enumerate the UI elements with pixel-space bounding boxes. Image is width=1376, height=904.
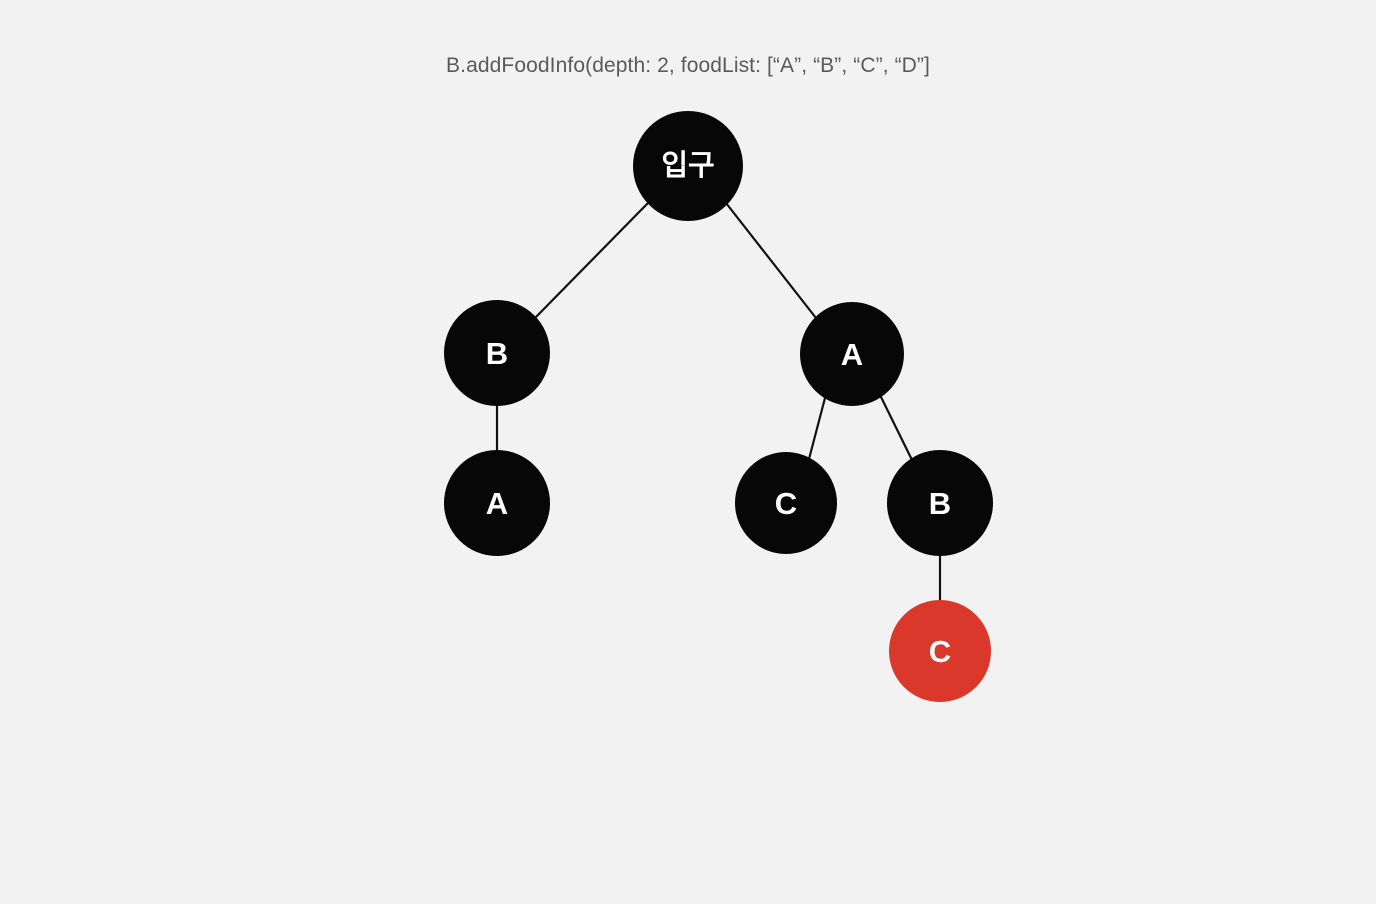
tree-node-r-a-c[interactable]: C bbox=[735, 452, 837, 554]
diagram-title: B.addFoodInfo(depth: 2, foodList: [“A”, … bbox=[446, 54, 930, 77]
tree-node-label: B bbox=[485, 335, 509, 371]
tree-node-root[interactable]: 입구 bbox=[633, 111, 743, 221]
tree-node-label: 입구 bbox=[661, 149, 715, 182]
tree-node-r-a-b[interactable]: B bbox=[887, 450, 993, 556]
tree-node-label: B bbox=[928, 485, 952, 521]
tree-edge bbox=[725, 202, 817, 319]
tree-edge bbox=[534, 202, 649, 319]
tree-node-label: A bbox=[485, 485, 509, 521]
tree-node-label: C bbox=[928, 633, 952, 669]
tree-node-r-a[interactable]: A bbox=[800, 302, 904, 406]
tree-edge bbox=[880, 396, 914, 463]
tree-node-label: A bbox=[840, 336, 864, 372]
tree-edge bbox=[807, 397, 827, 460]
tree-node-l-b-a[interactable]: A bbox=[444, 450, 550, 556]
tree-node-r-a-b-c[interactable]: C bbox=[889, 600, 991, 702]
tree-node-l-b[interactable]: B bbox=[444, 300, 550, 406]
tree-node-label: C bbox=[774, 485, 798, 521]
